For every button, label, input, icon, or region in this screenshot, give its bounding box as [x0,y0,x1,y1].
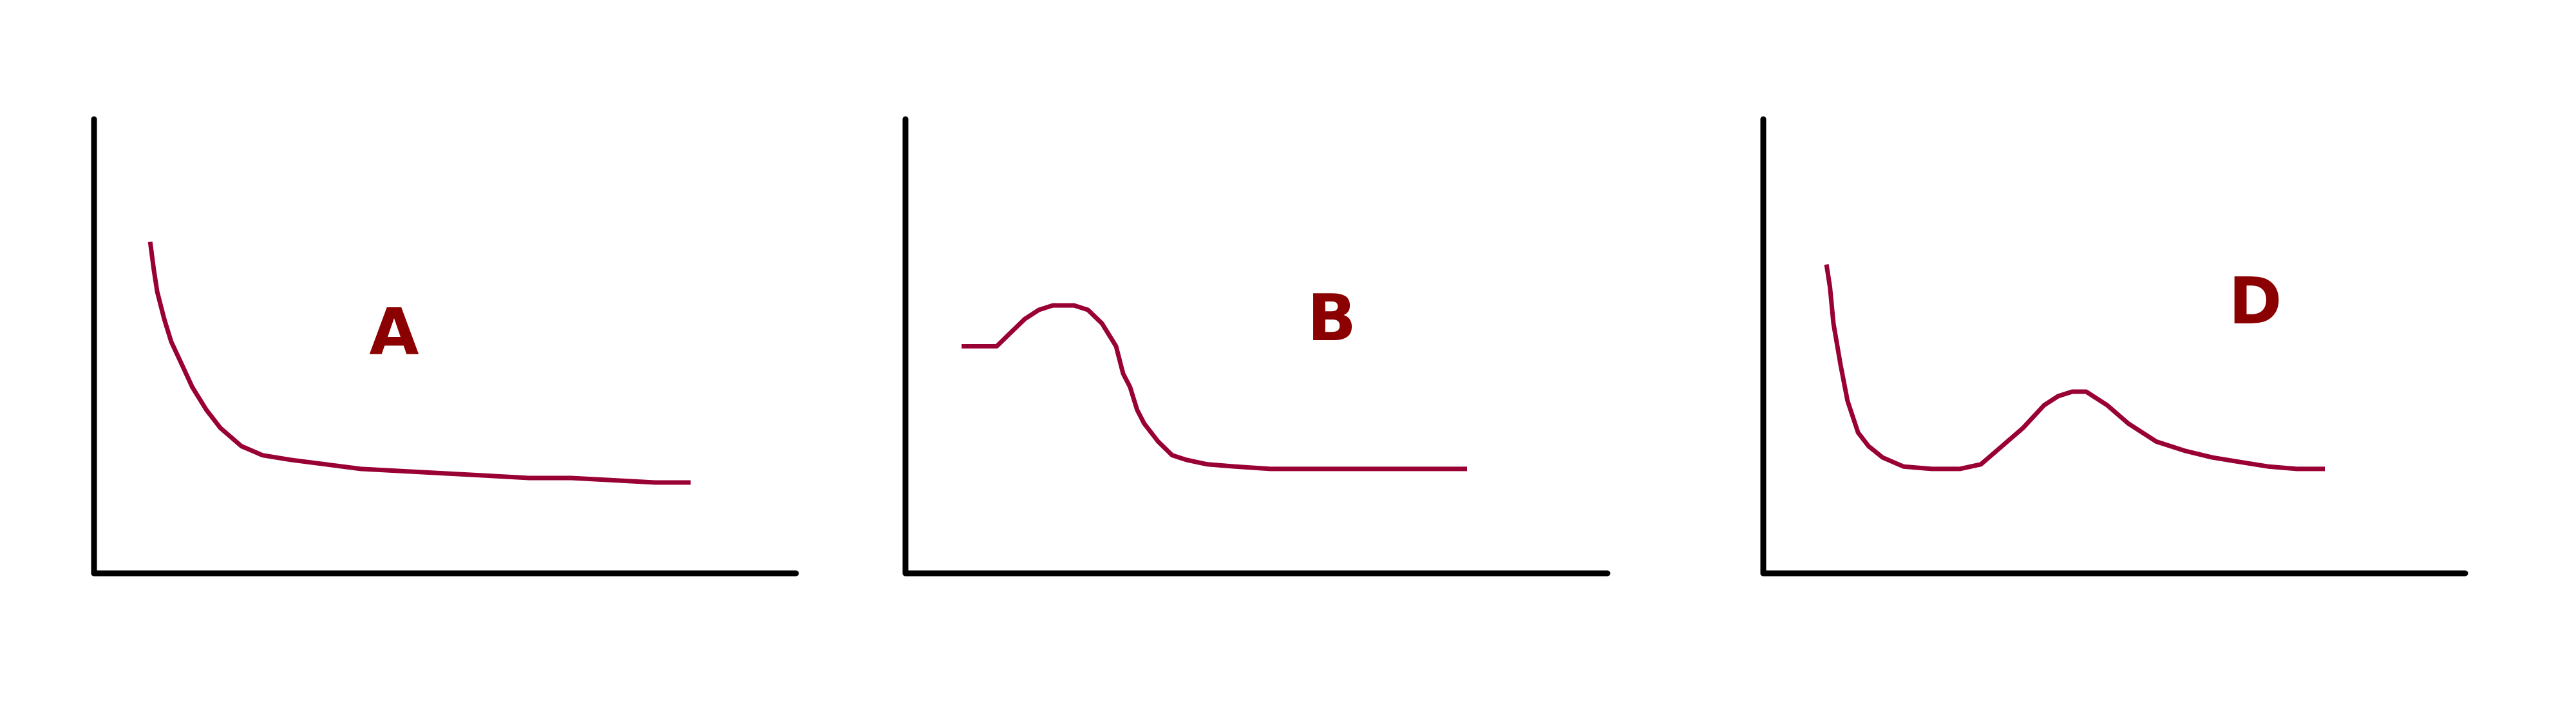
panel-d: D [1760,116,2468,577]
curve-d [1824,264,2325,472]
curve-a [147,241,691,485]
curve-b [961,303,1467,472]
chart-label-b: B [1307,280,1356,356]
panel-b: B [902,116,1611,577]
chart-label-d: D [2228,263,2282,339]
panel-a: A [91,116,799,577]
chart-label-a: A [369,294,419,370]
